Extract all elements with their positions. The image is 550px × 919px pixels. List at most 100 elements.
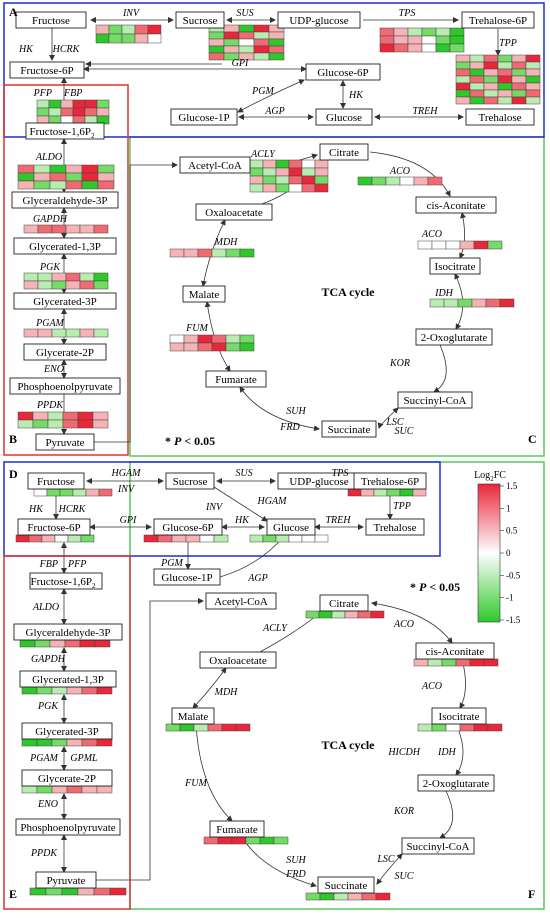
heatmap-cell	[485, 298, 501, 308]
heatmap-cell	[238, 31, 255, 40]
metabolite-label: Glycerated-1,3P	[32, 674, 104, 686]
metabolite-top-isocitrate: Isocitrate	[429, 257, 481, 275]
heatmap-cell	[455, 61, 471, 70]
heatmap-glyceraldehyde-3p-bottom	[19, 639, 111, 648]
heatmap-cell	[301, 159, 316, 169]
heatmap-cell	[51, 738, 68, 747]
enzyme-label-ppdk: PPDK	[30, 848, 58, 859]
heatmap-cell	[17, 164, 35, 174]
reaction-arrow	[433, 344, 447, 393]
enzyme-label-suc: SUC	[395, 871, 414, 882]
heatmap-cell	[473, 240, 489, 250]
metabolite-top-glucose-1p: Glucose-1P	[170, 108, 238, 126]
metabolite-label: Fumarate	[216, 824, 258, 836]
metabolite-top-fructose-1-6p: Fructose-1,6P2	[25, 122, 105, 140]
heatmap-cell	[36, 107, 50, 117]
metabolite-label: Glucose-6P	[162, 522, 213, 534]
heatmap-cell	[208, 45, 225, 54]
metabolite-top-malate: Malate	[182, 285, 226, 303]
heatmap-cell	[483, 658, 499, 667]
metabolite-label: UDP-glucose	[289, 15, 348, 27]
heatmap-cell	[393, 35, 409, 45]
heatmap-cell	[171, 534, 187, 543]
heatmap-cell	[93, 887, 111, 896]
metabolite-label: Trehalose-6P	[469, 15, 527, 27]
heatmap-cell	[36, 686, 53, 695]
heatmap-cell	[399, 488, 414, 497]
significance-note-top: * P < 0.05	[165, 434, 215, 448]
heatmap-cell	[23, 272, 39, 282]
metabolite-box	[153, 568, 221, 586]
heatmap-cell	[211, 248, 227, 258]
heatmap-cell	[275, 159, 290, 169]
metabolite-bottom-trehalose: Trehalose	[365, 518, 425, 536]
heatmap-cell	[319, 892, 335, 901]
heatmap-cell	[469, 75, 485, 84]
metabolite-bottom-glucose-6p: Glucose-6P	[153, 518, 223, 536]
metabolite-box	[21, 769, 113, 787]
metabolite-box	[25, 122, 105, 140]
metabolite-label: Citrate	[329, 147, 359, 159]
heatmap-cell	[79, 224, 95, 234]
heatmap-cell	[249, 183, 264, 193]
heatmap-cell	[455, 96, 471, 105]
metabolite-box	[170, 108, 238, 126]
heatmap-cell	[21, 785, 38, 794]
heatmap-cell	[318, 610, 333, 619]
heatmap-cell	[66, 785, 83, 794]
heatmap-cell	[77, 419, 94, 429]
enzyme-label-suh: SUH	[286, 855, 306, 866]
heatmap-cell	[497, 82, 513, 91]
heatmap-cell	[213, 534, 229, 543]
heatmap-cis-aconitate-bottom	[413, 658, 499, 667]
heatmap-cell	[21, 738, 38, 747]
enzyme-label-treh: TREH	[326, 515, 352, 526]
heatmap-cell	[93, 272, 109, 282]
metabolite-box	[277, 11, 361, 29]
heatmap-cell	[72, 99, 86, 109]
heatmap-cell	[525, 89, 541, 98]
heatmap-cell	[28, 534, 43, 543]
heatmap-cell	[36, 785, 53, 794]
metabolite-label: UDP-glucose	[289, 476, 348, 488]
heatmap-cell	[288, 175, 303, 185]
heatmap-cell	[393, 27, 409, 37]
heatmap-cell	[301, 175, 316, 185]
enzyme-label-frd: FRD	[285, 869, 306, 880]
frame-bottom-red	[3, 555, 131, 910]
heatmap-cell	[385, 176, 401, 186]
color-legend: Log2FC 1.510.50-0.5-1-1.5	[474, 470, 521, 625]
heatmap-cell	[497, 54, 513, 63]
heatmap-cell	[223, 24, 240, 33]
heatmap-cell	[455, 54, 471, 63]
metabolite-label: Glycerated-1,3P	[29, 241, 101, 253]
metabolite-box	[199, 651, 277, 669]
metabolite-top-succinate: Succinate	[321, 420, 377, 438]
enzyme-label-hgam: HGAM	[111, 468, 142, 479]
panel-label-e: E	[9, 887, 17, 901]
heatmap-cell	[21, 686, 38, 695]
legend-tick-label: 0.5	[506, 526, 518, 536]
heatmap-cell	[47, 411, 64, 421]
metabolite-label: Glucose-1P	[178, 112, 229, 124]
metabolite-box	[9, 61, 85, 79]
heatmap-cell	[497, 75, 513, 84]
heatmap-cell	[41, 534, 56, 543]
reaction-arrow	[192, 667, 227, 709]
heatmap-cell	[483, 68, 499, 77]
heatmap-cell	[108, 24, 123, 35]
enzyme-label-lsc: LSC	[385, 417, 404, 428]
enzyme-label-aco: ACO	[393, 619, 414, 630]
heatmap-tps-top	[379, 27, 465, 53]
heatmap-cell	[445, 723, 461, 732]
metabolite-box	[35, 871, 97, 889]
heatmap-sus-top	[208, 24, 285, 61]
heatmap-cell	[331, 610, 346, 619]
metabolite-label: Fructose-1,6P2	[30, 126, 95, 140]
heatmap-cell	[435, 35, 451, 45]
enzyme-label-tps: TPS	[399, 8, 416, 19]
heatmap-cell	[435, 43, 451, 53]
heatmap-cell	[441, 658, 457, 667]
heatmap-cell	[37, 280, 53, 290]
enzyme-label-tps: TPS	[332, 468, 349, 479]
